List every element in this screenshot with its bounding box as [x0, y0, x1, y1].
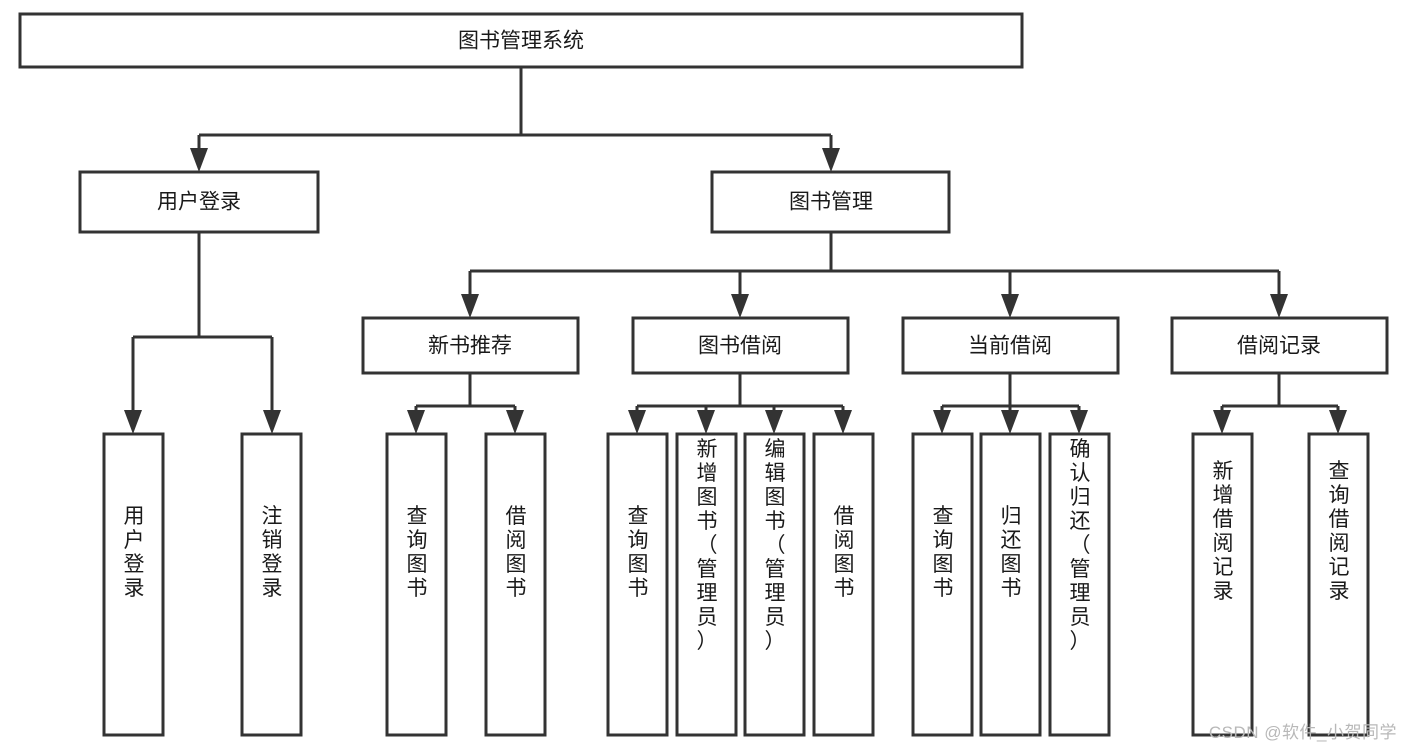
node-book-management-box[interactable] [710, 170, 951, 234]
edge-layer [124, 67, 1347, 434]
node-book-management[interactable]: 图书管理 [710, 170, 951, 234]
leaf-confirm-return-label: 确认归还（管理员） [1070, 438, 1091, 653]
arrow-head-book-management [822, 148, 840, 172]
leaf-add-record-box[interactable] [1191, 432, 1254, 737]
leaf-add-record-label: 新增借阅记录 [1213, 460, 1234, 603]
node-current-borrow[interactable]: 当前借阅 [901, 316, 1120, 375]
leaf-add-book-label: 新增图书（管理员） [697, 438, 718, 653]
leaf-user-logout[interactable]: 注销登录 [240, 432, 303, 737]
leaf-borrow-book-1-box[interactable] [484, 432, 547, 737]
leaf-return-book-box[interactable] [979, 432, 1042, 737]
leaf-confirm-return[interactable]: 确认归还（管理员） [1048, 432, 1111, 737]
leaf-add-book-box[interactable] [675, 432, 738, 737]
node-new-book-recommend[interactable]: 新书推荐 [361, 316, 580, 375]
leaf-query-book-3-label: 查询图书 [933, 505, 954, 600]
arrow-head-book-borrow [731, 294, 749, 318]
leaf-query-book-3[interactable]: 查询图书 [911, 432, 974, 737]
node-current-borrow-label: 当前借阅 [968, 335, 1052, 358]
leaf-user-login-label: 用户登录 [124, 505, 145, 600]
leaf-query-book-1[interactable]: 查询图书 [385, 432, 448, 737]
arrow-head-cb-leaf-2 [1001, 410, 1019, 434]
leaf-edit-book-label: 编辑图书（管理员） [765, 438, 786, 653]
arrow-head-leaf-user-login [124, 410, 142, 434]
node-borrow-record-box[interactable] [1170, 316, 1389, 375]
arrow-head-bb-leaf-3 [765, 410, 783, 434]
leaf-query-book-2-label: 查询图书 [628, 505, 649, 600]
leaf-query-record-box[interactable] [1307, 432, 1370, 737]
node-current-borrow-box[interactable] [901, 316, 1120, 375]
node-new-book-recommend-label: 新书推荐 [428, 335, 512, 358]
arrow-head-leaf-user-logout [263, 410, 281, 434]
arrow-head-br-leaf-1 [1213, 410, 1231, 434]
node-root[interactable]: 图书管理系统 [18, 12, 1024, 69]
node-borrow-record-label: 借阅记录 [1237, 335, 1321, 358]
leaf-borrow-book-2[interactable]: 借阅图书 [812, 432, 875, 737]
leaf-borrow-book-1[interactable]: 借阅图书 [484, 432, 547, 737]
leaf-query-book-2[interactable]: 查询图书 [606, 432, 669, 737]
arrow-head-bb-leaf-1 [628, 410, 646, 434]
leaf-add-record[interactable]: 新增借阅记录 [1191, 432, 1254, 737]
leaf-borrow-book-2-box[interactable] [812, 432, 875, 737]
leaf-query-book-1-label: 查询图书 [407, 505, 428, 600]
leaf-query-book-2-box[interactable] [606, 432, 669, 737]
node-user-login[interactable]: 用户登录 [78, 170, 320, 234]
leaf-add-book[interactable]: 新增图书（管理员） [675, 432, 738, 737]
csdn-watermark: CSDN @软件_小贺同学 [1208, 723, 1397, 742]
leaf-borrow-book-2-label: 借阅图书 [834, 505, 855, 600]
node-user-login-box[interactable] [78, 170, 320, 234]
leaf-user-login[interactable]: 用户登录 [102, 432, 165, 737]
leaf-query-record-label: 查询借阅记录 [1329, 460, 1350, 603]
arrow-head-new-book-recommend [461, 294, 479, 318]
leaf-edit-book[interactable]: 编辑图书（管理员） [743, 432, 806, 737]
node-book-management-label: 图书管理 [789, 191, 873, 214]
node-root-box[interactable] [18, 12, 1024, 69]
node-book-borrow[interactable]: 图书借阅 [631, 316, 850, 375]
arrow-head-cb-leaf-1 [933, 410, 951, 434]
leaf-user-logout-label: 注销登录 [262, 505, 283, 600]
arrow-head-bb-leaf-4 [834, 410, 852, 434]
leaf-user-logout-box[interactable] [240, 432, 303, 737]
leaf-query-book-3-box[interactable] [911, 432, 974, 737]
leaf-return-book-label: 归还图书 [1001, 505, 1022, 600]
arrow-head-user-login [190, 148, 208, 172]
leaf-confirm-return-box[interactable] [1048, 432, 1111, 737]
arrow-head-nbr-leaf-2 [506, 410, 524, 434]
leaf-user-login-box[interactable] [102, 432, 165, 737]
arrow-head-nbr-leaf-1 [407, 410, 425, 434]
node-borrow-record[interactable]: 借阅记录 [1170, 316, 1389, 375]
arrow-head-cb-leaf-3 [1070, 410, 1088, 434]
arrow-head-borrow-record [1270, 294, 1288, 318]
arrow-head-br-leaf-2 [1329, 410, 1347, 434]
arrow-head-bb-leaf-2 [697, 410, 715, 434]
node-new-book-recommend-box[interactable] [361, 316, 580, 375]
leaf-edit-book-box[interactable] [743, 432, 806, 737]
arrow-head-current-borrow [1001, 294, 1019, 318]
node-user-login-label: 用户登录 [157, 191, 241, 214]
leaf-query-record[interactable]: 查询借阅记录 [1307, 432, 1370, 737]
leaf-query-book-1-box[interactable] [385, 432, 448, 737]
node-book-borrow-label: 图书借阅 [698, 335, 782, 358]
node-root-label: 图书管理系统 [458, 30, 584, 53]
leaf-borrow-book-1-label: 借阅图书 [506, 505, 527, 600]
node-book-borrow-box[interactable] [631, 316, 850, 375]
leaf-return-book[interactable]: 归还图书 [979, 432, 1042, 737]
